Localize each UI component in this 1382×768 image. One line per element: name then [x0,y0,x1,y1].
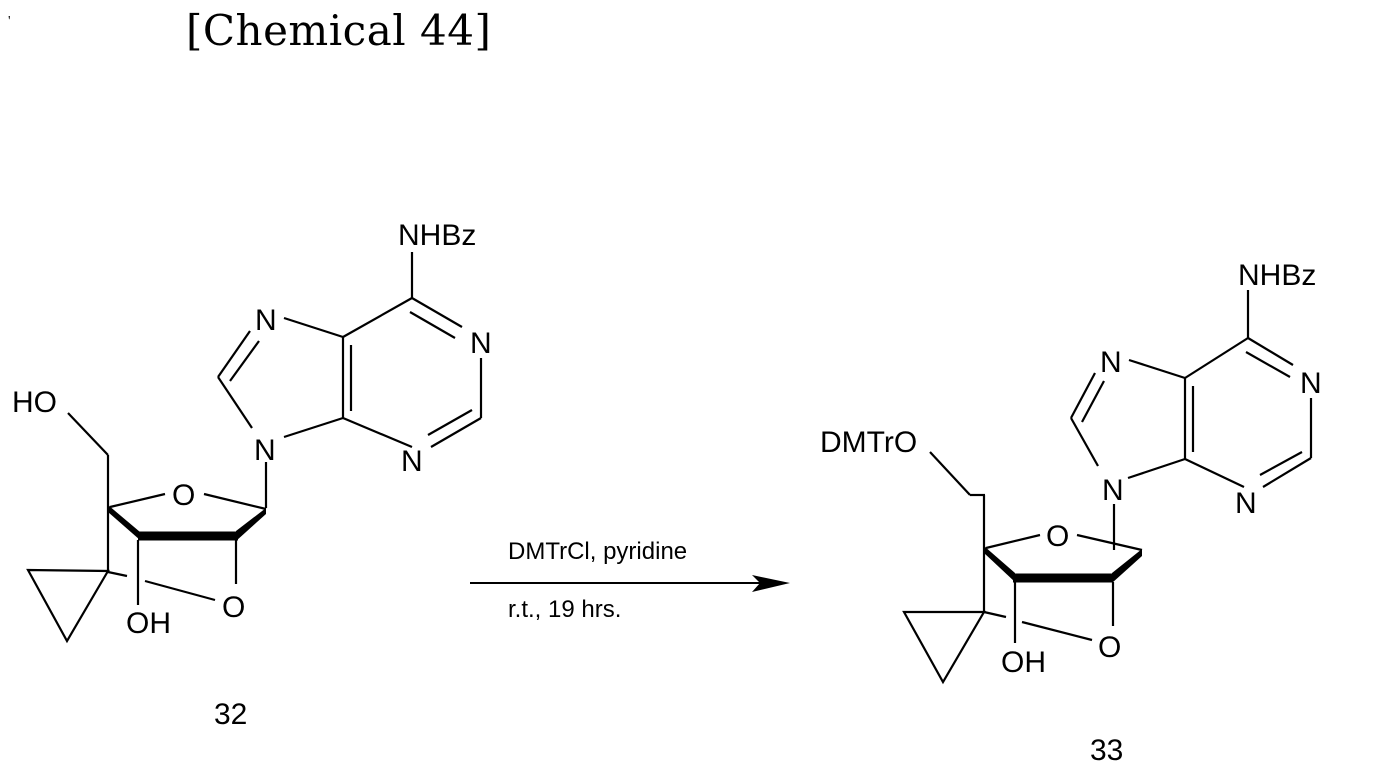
sugar-ring [902,451,1143,685]
compound-32: NHBz N N N N HO O OH O 32 [12,219,492,731]
compound-number-32: 32 [214,698,247,731]
n3-label: N [401,445,423,478]
purine-base [217,252,483,508]
arrow-head-icon [752,575,790,592]
n3-label: N [1235,487,1257,520]
conditions-label: r.t., 19 hrs. [508,596,621,623]
sugar-ring [26,412,267,644]
nhbz-label: NHBz [1238,259,1316,292]
purine-base [1070,290,1313,550]
ring-o-label: O [1046,520,1069,553]
oh-label: OH [126,607,171,640]
reaction-arrow: DMTrCl, pyridine r.t., 19 hrs. [470,538,790,623]
n1-label: N [470,327,492,360]
nhbz-label: NHBz [398,219,476,252]
stray-mark: ' [8,14,11,29]
ring-o-label: O [172,479,195,512]
n7-label: N [255,304,277,337]
bridge-o-label: O [222,591,245,624]
reagents-label: DMTrCl, pyridine [508,538,687,565]
n9-label: N [254,434,276,467]
bridge-o-label: O [1098,631,1121,664]
n1-label: N [1300,367,1322,400]
n9-label: N [1102,474,1124,507]
oh-label: OH [1001,646,1046,679]
n7-label: N [1100,346,1122,379]
page-title: [Chemical 44] [186,6,492,55]
compound-number-33: 33 [1090,734,1123,767]
compound-33: NHBz N N N N DMTrO O OH O 33 [820,259,1322,767]
dmtro-label: DMTrO [820,426,917,459]
ho-label: HO [12,386,57,419]
